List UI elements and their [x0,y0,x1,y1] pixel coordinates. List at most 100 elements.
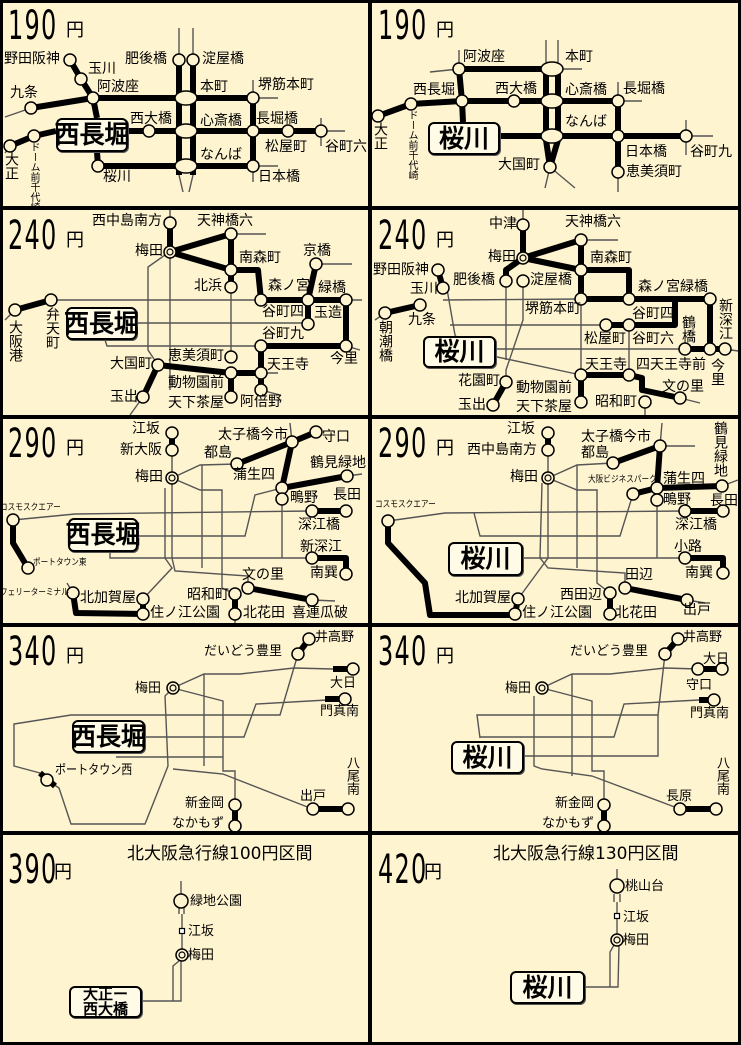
station-marker [371,109,385,123]
station-label: 西中島南方 [92,213,162,229]
station-label: ドーム前千代崎 [28,142,39,208]
station-label: 玉造 [314,305,342,321]
transfer-station-icon [166,248,174,256]
station-label: 天下茶屋 [168,395,224,411]
station-label: 弁天町 [44,307,60,349]
station-marker [718,342,732,356]
fare-panel-290: 江坂新大阪梅田太子橋今市守口都島鶴見緑地蒲生四鴫野長田深江橋新深江南巽コスモスク… [0,418,370,626]
station-label: 天神橋六 [197,213,253,229]
yen-label: 円 [436,230,454,251]
thin-route-line [547,477,611,594]
yen-label: 円 [66,230,84,251]
station-marker [678,504,692,518]
station-label: 九条 [10,85,38,101]
transfer-station-icon [169,684,177,692]
origin-station-box: 大正ー 西大橋 [69,986,142,1018]
station-label: 文の里 [242,567,284,583]
station-marker [178,927,186,935]
panel-divider [738,0,741,1045]
thin-route-line [178,174,184,193]
station-marker [228,587,242,601]
station-marker [715,662,729,676]
station-label: 梅田 [135,243,163,259]
station-marker [543,160,557,174]
station-marker [186,53,200,67]
station-label: 大日 [703,652,730,667]
fare-route-line [547,65,561,168]
station-marker [339,504,353,518]
station-marker [611,94,625,108]
station-marker [611,165,625,179]
station-label: 西大橋 [495,81,537,97]
station-label: 梅田 [188,948,215,963]
station-label: だいどう豊里 [204,644,283,659]
station-marker [281,124,295,138]
yen-label: 円 [436,20,454,41]
yen-label: 円 [66,438,84,459]
station-label: 玉出 [458,397,486,413]
station-label: コスモスクエアー [375,500,436,510]
station-label: 本町 [200,79,228,95]
fare-route-line [376,98,618,119]
station-marker [224,390,238,404]
thin-route-line [524,715,659,757]
station-label: 都島 [204,445,232,461]
station-label: 文の里 [662,379,704,395]
station-marker [716,566,730,580]
thin-route-line [171,477,236,595]
station-marker [508,607,522,621]
station-label: ポートタウン東 [33,558,87,568]
station-marker [707,693,721,707]
station-marker [673,391,687,405]
thin-route-line [609,944,615,987]
station-label: 新大阪 [120,442,162,458]
fare-price: 340 [8,629,58,675]
station-marker [44,293,58,307]
station-label: 野田阪神 [4,51,60,67]
station-marker [341,802,355,816]
fare-route-line [157,362,261,376]
station-marker [535,681,549,695]
station-label: 新深江 [300,539,342,555]
station-marker [599,318,613,332]
station-label: 新深江 [717,298,733,340]
station-marker [540,128,564,144]
station-label: 鴫野 [663,492,691,508]
station-marker [499,375,513,389]
station-label: 日本橋 [625,144,667,160]
station-marker [163,245,177,259]
station-label: 鶴見緑地 [712,421,728,477]
station-label: 蒲生四 [233,467,275,483]
fare-route-line [279,441,295,489]
thin-route-line [172,768,311,809]
thin-route-line [142,488,173,600]
station-marker [305,593,319,607]
station-label: 肥後橋 [125,51,167,67]
station-marker [378,306,392,320]
fare-price: 190 [378,3,428,49]
station-marker [228,798,242,812]
station-label: 本町 [565,49,593,65]
station-marker [540,61,564,77]
station-marker [603,607,617,621]
station-label: 玉川 [410,281,438,297]
station-label: 桃山台 [625,879,665,894]
thin-route-line [104,339,261,347]
station-marker [246,159,260,173]
station-marker [6,513,20,527]
station-marker [254,293,268,307]
station-label: 肥後橋 [453,272,495,288]
fare-price: 340 [378,629,428,675]
station-label: 南巽 [685,565,713,581]
fare-price: 420 [378,847,428,893]
yen-label: 円 [436,438,454,459]
route-lines [3,28,345,193]
thin-route-line [147,254,166,366]
station-label: 南巽 [310,565,338,581]
station-label: 谷町六 [632,331,674,347]
station-marker [381,514,395,528]
station-marker [165,443,179,457]
station-label: 鶴見緑地 [310,455,366,471]
station-marker [703,292,717,306]
